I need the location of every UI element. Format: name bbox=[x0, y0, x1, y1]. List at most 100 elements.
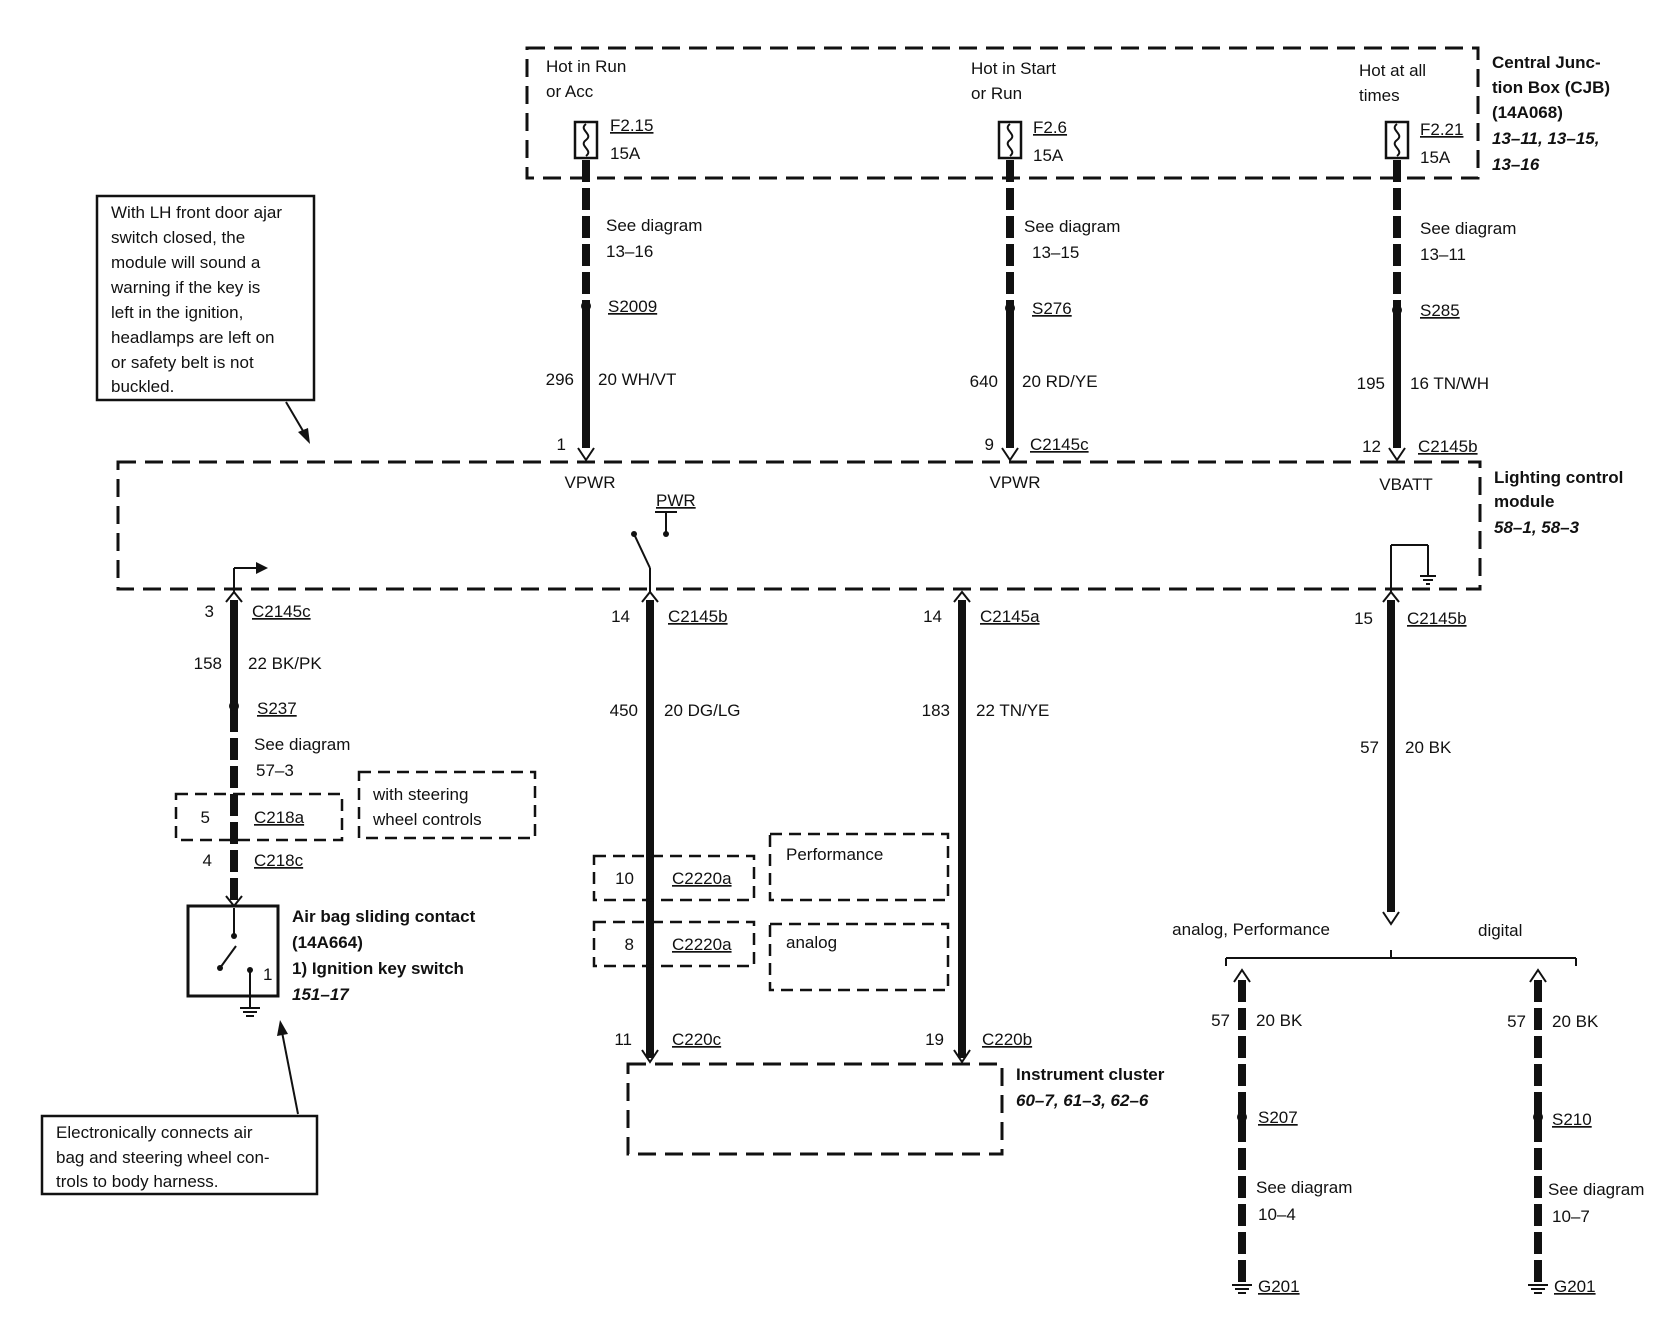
connector-c2145c-left: C2145c bbox=[252, 602, 311, 621]
gauge-450: 20 DG/LG bbox=[664, 701, 741, 720]
connector-c2145a: C2145a bbox=[980, 607, 1040, 626]
fuse3-id: F2.21 bbox=[1420, 120, 1463, 139]
central-junction-box: Hot in Run or Acc Hot in Start or Run Ho… bbox=[525, 46, 1610, 180]
note-door-line6: headlamps are left on bbox=[111, 328, 275, 347]
note-airbag-line3: trols to body harness. bbox=[56, 1172, 219, 1191]
wire-296: See diagram 13–16 S2009 296 20 WH/VT 1 V… bbox=[546, 160, 702, 492]
note-airbag-line1: Electronically connects air bbox=[56, 1123, 253, 1142]
steering-note-line2: wheel controls bbox=[372, 810, 482, 829]
right-leg-see-line2: 10–7 bbox=[1552, 1207, 1590, 1226]
wire-195: See diagram 13–11 S285 195 16 TN/WH 12 C… bbox=[1357, 160, 1516, 494]
pin-12: 12 bbox=[1362, 437, 1381, 456]
lcm-title-line1: Lighting control bbox=[1494, 468, 1623, 487]
pin-8: 8 bbox=[625, 935, 634, 954]
signal-vpwr-1: VPWR bbox=[565, 473, 616, 492]
gauge-296: 20 WH/VT bbox=[598, 370, 676, 389]
wire-296-see-line2: 13–16 bbox=[606, 242, 653, 261]
ground-icon bbox=[1528, 1284, 1548, 1294]
fuse1-id: F2.15 bbox=[610, 116, 653, 135]
circuit-57-main: 57 bbox=[1360, 738, 1379, 757]
airbag-item: 1) Ignition key switch bbox=[292, 959, 464, 978]
airbag-refs: 151–17 bbox=[292, 985, 350, 1004]
gauge-158: 22 BK/PK bbox=[248, 654, 322, 673]
connector-c2220a-analog: C2220a bbox=[672, 935, 732, 954]
airbag-title-line2: (14A664) bbox=[292, 933, 363, 952]
connector-c2220a-perf: C2220a bbox=[672, 869, 732, 888]
label-analog-box: analog bbox=[786, 933, 837, 952]
note-door-line5: left in the ignition, bbox=[111, 303, 243, 322]
ground-icon bbox=[1232, 1284, 1252, 1294]
note-door-line4: warning if the key is bbox=[110, 278, 260, 297]
instrument-cluster: Instrument cluster 60–7, 61–3, 62–6 bbox=[626, 1062, 1165, 1156]
pin-19: 19 bbox=[925, 1030, 944, 1049]
arrow-icon bbox=[277, 1020, 299, 1115]
mid-branch: 14 C2145b 450 20 DG/LG 10 C2220a Perform… bbox=[592, 590, 950, 1064]
wire-296-see-line1: See diagram bbox=[606, 216, 702, 235]
pin-15: 15 bbox=[1354, 609, 1373, 628]
circuit-158: 158 bbox=[194, 654, 222, 673]
right-leg-see-line1: See diagram bbox=[1548, 1180, 1644, 1199]
cjb-title-line2: tion Box (CJB) bbox=[1492, 78, 1610, 97]
cjb-title-line1: Central Junc- bbox=[1492, 53, 1601, 72]
cjb-title-line3: (14A068) bbox=[1492, 103, 1563, 122]
ground-g201-left: G201 bbox=[1258, 1277, 1300, 1296]
airbag-title-line1: Air bag sliding contact bbox=[292, 907, 476, 926]
note-door-ajar: With LH front door ajar switch closed, t… bbox=[95, 194, 316, 444]
note-airbag-line2: bag and steering wheel con- bbox=[56, 1148, 270, 1167]
gauge-57-right: 20 BK bbox=[1552, 1012, 1599, 1031]
fuse2-id: F2.6 bbox=[1033, 118, 1067, 137]
label-performance: Performance bbox=[786, 845, 883, 864]
connector-c2145c-top: C2145c bbox=[1030, 435, 1089, 454]
pin-14-mid: 14 bbox=[611, 607, 630, 626]
ground-branch: 15 C2145b 57 20 BK analog, Performance d… bbox=[1172, 590, 1644, 1296]
note-door-line7: or safety belt is not bbox=[111, 353, 254, 372]
hot-run-acc-line1: Hot in Run bbox=[546, 57, 626, 76]
note-airbag: Electronically connects air bag and stee… bbox=[40, 1020, 319, 1196]
splice-s276: S276 bbox=[1032, 299, 1072, 318]
hot-all-line2: times bbox=[1359, 86, 1400, 105]
ground-g201-right: G201 bbox=[1554, 1277, 1596, 1296]
wire-195-see-line1: See diagram bbox=[1420, 219, 1516, 238]
fuse3-rating: 15A bbox=[1420, 148, 1451, 167]
lighting-control-module: Lighting control module 58–1, 58–3 PWR bbox=[116, 460, 1623, 592]
note-door-line1: With LH front door ajar bbox=[111, 203, 282, 222]
fuse2-rating: 15A bbox=[1033, 146, 1064, 165]
connector-c218c: C218c bbox=[254, 851, 304, 870]
hot-start-run-line1: Hot in Start bbox=[971, 59, 1056, 78]
note-door-line2: switch closed, the bbox=[111, 228, 245, 247]
arrow-icon bbox=[285, 401, 310, 444]
pin-5: 5 bbox=[201, 808, 210, 827]
pwr-label: PWR bbox=[656, 491, 696, 510]
signal-vbatt: VBATT bbox=[1379, 475, 1433, 494]
pin-3: 3 bbox=[205, 602, 214, 621]
fuse-icon bbox=[573, 120, 599, 160]
circuit-195: 195 bbox=[1357, 374, 1385, 393]
circuit-450: 450 bbox=[610, 701, 638, 720]
gauge-57-left: 20 BK bbox=[1256, 1011, 1303, 1030]
note-door-line8: buckled. bbox=[111, 377, 174, 396]
gauge-57-main: 20 BK bbox=[1405, 738, 1452, 757]
signal-vpwr-2: VPWR bbox=[990, 473, 1041, 492]
airbag-sliding-contact: 1 Air bag sliding contact (14A664) 1) Ig… bbox=[186, 904, 476, 1017]
pin-1: 1 bbox=[557, 435, 566, 454]
splice-s285: S285 bbox=[1420, 301, 1460, 320]
steering-note-line1: with steering bbox=[372, 785, 468, 804]
circuit-640: 640 bbox=[970, 372, 998, 391]
left-see-line1: See diagram bbox=[254, 735, 350, 754]
connector-c220b: C220b bbox=[982, 1030, 1032, 1049]
left-leg-see-line2: 10–4 bbox=[1258, 1205, 1296, 1224]
left-leg-see-line1: See diagram bbox=[1256, 1178, 1352, 1197]
wire-640: See diagram 13–15 S276 640 20 RD/YE 9 C2… bbox=[970, 160, 1120, 492]
pin-11: 11 bbox=[614, 1030, 632, 1049]
pin-14-right: 14 bbox=[923, 607, 942, 626]
circuit-183: 183 bbox=[922, 701, 950, 720]
internal-ground-icon bbox=[1390, 544, 1436, 592]
hot-start-run-line2: or Run bbox=[971, 84, 1022, 103]
pin-10: 10 bbox=[615, 869, 634, 888]
wire-640-see-line1: See diagram bbox=[1024, 217, 1120, 236]
gauge-195: 16 TN/WH bbox=[1410, 374, 1489, 393]
cjb-refs-line1: 13–11, 13–15, bbox=[1492, 129, 1599, 148]
lcm-refs: 58–1, 58–3 bbox=[1494, 518, 1580, 537]
wire-195-see-line2: 13–11 bbox=[1420, 245, 1466, 264]
left-see-line2: 57–3 bbox=[256, 761, 294, 780]
